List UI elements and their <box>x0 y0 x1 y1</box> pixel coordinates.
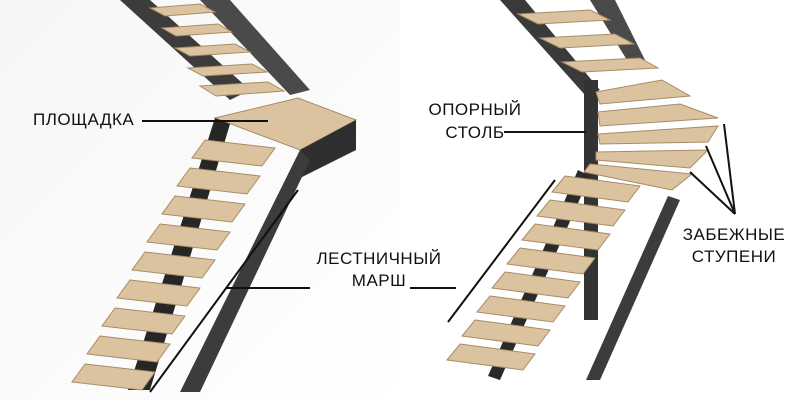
lower-tread <box>161 195 246 223</box>
upper-tread <box>160 23 234 37</box>
lower-flight-treads <box>71 139 276 391</box>
upper-stringer <box>500 0 600 95</box>
winder-staircase-illustration <box>400 0 800 400</box>
landing-staircase-illustration <box>0 0 400 400</box>
landing-label: ПЛОЩАДКА <box>33 110 135 129</box>
upper-stringer-back <box>200 0 310 95</box>
upper-stringer-back <box>590 0 645 65</box>
winder-tread <box>583 163 694 191</box>
lower-flight-treads <box>446 175 641 371</box>
winder-staircase-panel <box>400 0 800 400</box>
winder-leader-line-3 <box>689 171 736 215</box>
upper-tread <box>148 3 217 17</box>
lower-tread <box>176 167 261 195</box>
lower-tread <box>446 343 536 371</box>
winder-tread <box>597 103 719 127</box>
lower-tread <box>71 363 156 391</box>
lower-tread <box>551 175 641 203</box>
newel-post <box>584 80 598 320</box>
landing-frame <box>300 120 356 178</box>
winder-tread <box>595 79 692 105</box>
lower-tread <box>536 199 626 227</box>
lower-stringer-front <box>180 150 310 392</box>
upper-tread <box>198 81 286 97</box>
upper-flight-treads <box>148 3 286 97</box>
lower-tread <box>116 279 201 307</box>
flight-bracket-line <box>149 189 299 393</box>
flight-label-line1: ЛЕСТНИЧНЫЙ <box>316 249 442 268</box>
winder-treads <box>583 79 719 191</box>
lower-stringer-front <box>586 196 680 380</box>
lower-tread <box>146 223 231 251</box>
winder-tread <box>597 125 719 145</box>
newel-label-line2: СТОЛБ <box>445 123 505 142</box>
lower-tread <box>491 271 581 299</box>
winder-leader-line-1 <box>723 123 736 215</box>
lower-tread <box>191 139 276 167</box>
upper-tread <box>516 9 612 25</box>
lower-tread <box>476 295 566 323</box>
lower-tread <box>521 223 611 251</box>
winder-leader-line-2 <box>705 145 736 215</box>
winder-label-line2: СТУПЕНИ <box>691 247 777 266</box>
landing-staircase-panel <box>0 0 400 400</box>
lower-tread <box>86 335 171 363</box>
upper-tread <box>173 43 252 57</box>
upper-tread <box>186 63 269 77</box>
winder-tread <box>595 149 710 169</box>
newel-label-line1: ОПОРНЫЙ <box>428 100 522 119</box>
lower-tread <box>461 319 551 347</box>
upper-flight-treads <box>516 9 660 73</box>
flight-bracket-line <box>447 179 556 323</box>
lower-tread <box>101 307 186 335</box>
flight-label-line2: МАРШ <box>351 271 407 290</box>
upper-tread <box>538 33 636 49</box>
lower-tread <box>506 247 596 275</box>
lower-tread <box>131 251 216 279</box>
upper-tread <box>560 57 660 73</box>
winder-label-line1: ЗАБЕЖНЫЕ <box>682 225 786 244</box>
